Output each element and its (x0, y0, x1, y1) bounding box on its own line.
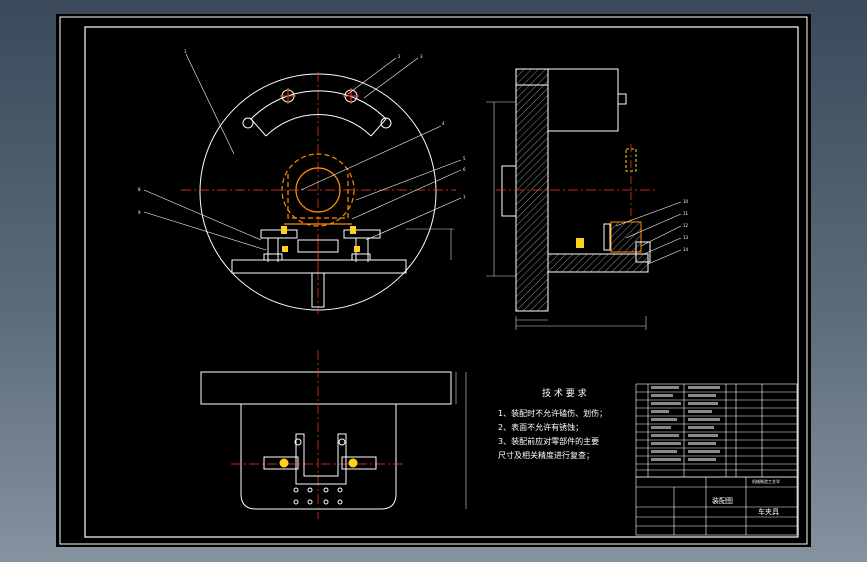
school-name: 机械制造工艺学 (752, 478, 780, 484)
svg-text:1: 1 (184, 49, 187, 54)
svg-text:9: 9 (138, 210, 141, 215)
svg-text:10: 10 (683, 199, 689, 204)
requirements-title: 技 术 要 求 (542, 387, 587, 399)
bolt-holes (242, 88, 392, 129)
svg-text:4: 4 (442, 121, 445, 126)
leader-lines-front (143, 53, 462, 251)
clamp-left (260, 229, 298, 262)
svg-text:8: 8 (138, 187, 141, 192)
svg-text:2: 2 (398, 54, 401, 59)
drawing-sheet: 1 2 3 4 5 6 7 8 9 (56, 14, 811, 547)
technical-requirements: 技 术 要 求 1、装配时不允许磕伤、划伤； 2、表面不允许有锈蚀； 3、装配前… (498, 387, 607, 460)
outer-border (59, 16, 808, 545)
front-view: 1 2 3 4 5 6 7 8 9 (138, 49, 466, 314)
drawing-title: 装配图 (712, 496, 733, 505)
requirement-2: 2、表面不允许有锈蚀； (498, 422, 583, 432)
requirement-4: 尺寸及相关精度进行复查； (498, 450, 594, 460)
spindle-flange-top (515, 68, 549, 86)
faceplate-section (515, 84, 549, 312)
svg-text:6: 6 (463, 167, 466, 172)
spindle-hub (501, 165, 517, 217)
requirement-1: 1、装配时不允许磕伤、划伤； (498, 408, 607, 418)
assembly-drawing: 1 2 3 4 5 6 7 8 9 (59, 16, 808, 545)
leader-lines-side (615, 201, 682, 265)
svg-text:5: 5 (463, 156, 466, 161)
side-view: 10 11 12 13 14 (486, 68, 689, 330)
clamp-right (343, 229, 381, 262)
top-view-body (240, 404, 397, 510)
svg-text:7: 7 (463, 195, 466, 200)
top-view-plate (200, 371, 452, 405)
part-name: 车夹具 (758, 507, 779, 516)
svg-text:3: 3 (420, 54, 423, 59)
inner-border (84, 26, 799, 538)
title-block (635, 476, 798, 536)
side-base (547, 253, 649, 273)
svg-text:14: 14 (683, 247, 689, 252)
svg-text:11: 11 (683, 211, 689, 216)
nuts-yellow (281, 226, 360, 252)
arc-slot-band-inner (265, 114, 372, 137)
parts-list (635, 383, 798, 478)
body-block (547, 68, 619, 132)
parts-list-fills (651, 386, 720, 461)
requirement-3: 3、装配前应对零部件的主要 (498, 436, 599, 446)
spindle-stub (311, 272, 325, 308)
leader-numbers-side: 10 11 12 13 14 (683, 199, 689, 252)
svg-text:12: 12 (683, 223, 689, 228)
side-dimensions (486, 101, 647, 330)
top-view (200, 350, 467, 519)
leader-numbers-front: 1 2 3 4 5 6 7 8 9 (138, 49, 466, 215)
workpiece (281, 153, 355, 227)
arc-slot-band (250, 90, 387, 120)
base-plate (231, 259, 407, 274)
svg-text:13: 13 (683, 235, 689, 240)
